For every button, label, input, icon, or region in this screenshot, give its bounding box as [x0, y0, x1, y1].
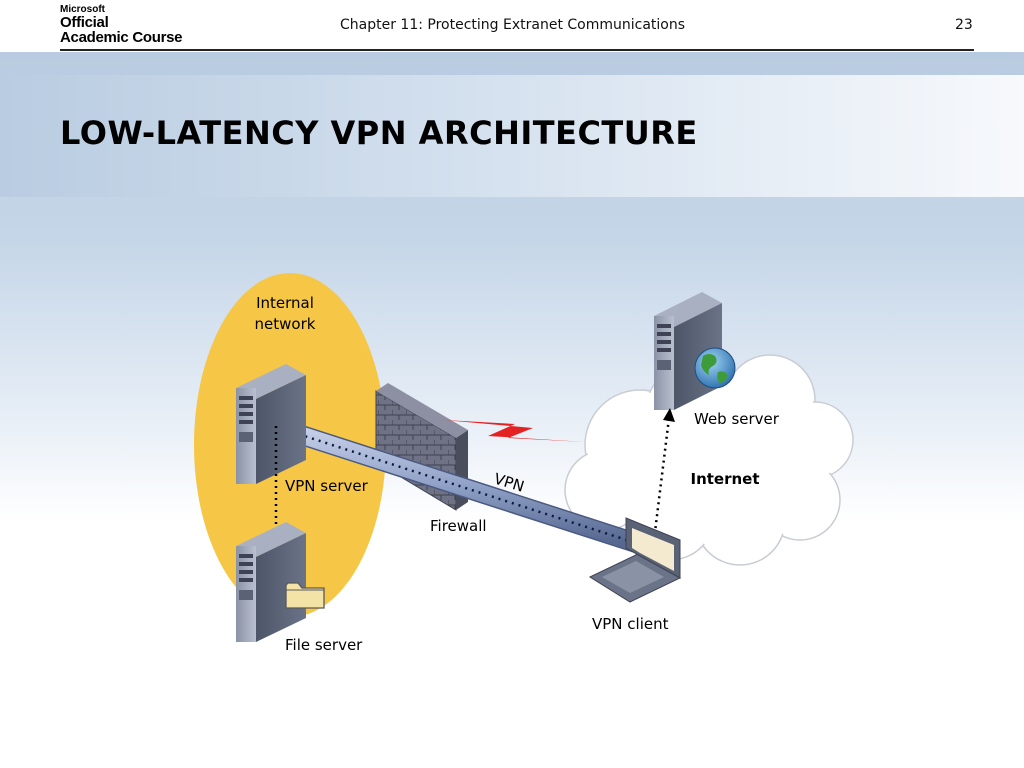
chapter-title: Chapter 11: Protecting Extranet Communic… — [340, 17, 686, 33]
title-band — [0, 75, 1024, 197]
internal-network-label-line1: Internal — [256, 294, 314, 312]
lightning-bolt-icon — [444, 420, 586, 442]
microsoft-logo: Microsoft Official Academic Course — [60, 4, 183, 46]
file-server-icon — [236, 522, 306, 642]
slide-title: LOW-LATENCY VPN ARCHITECTURE — [60, 114, 698, 152]
internet-connection-arrow — [652, 408, 675, 541]
logo-academic-course: Academic Course — [60, 29, 183, 46]
vpn-server-label: VPN server — [285, 477, 369, 495]
logo-microsoft: Microsoft — [60, 4, 105, 15]
logo-official: Official — [60, 14, 109, 31]
web-server-label: Web server — [694, 410, 780, 428]
folder-icon — [285, 582, 325, 609]
vpn-server-icon — [236, 364, 306, 484]
header-rule — [60, 49, 974, 51]
vpn-client-label: VPN client — [592, 615, 669, 633]
internal-network-label-line2: network — [255, 315, 316, 333]
file-server-label: File server — [285, 636, 363, 654]
page-number: 23 — [955, 17, 973, 33]
firewall-label: Firewall — [430, 517, 487, 535]
laptop-icon — [588, 517, 682, 603]
internet-label: Internet — [690, 470, 759, 488]
cloud-fill — [567, 357, 851, 563]
globe-icon — [694, 347, 736, 389]
